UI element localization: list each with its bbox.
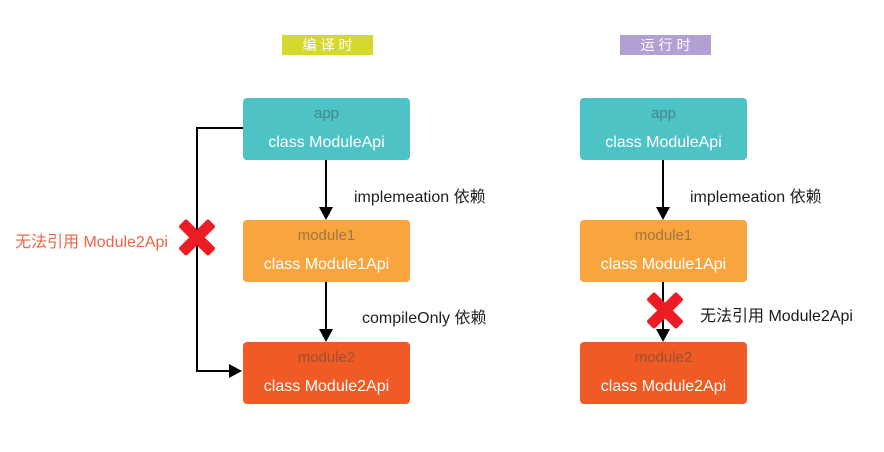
runtime-module2-name: module2 (634, 349, 693, 366)
runtime-arrow1-line (662, 160, 664, 208)
compile-module1-class: class Module1Api (263, 256, 390, 273)
compile-module1-box: module1 class Module1Api (243, 220, 410, 282)
compile-module1-name: module1 (297, 227, 356, 244)
runtime-module1-name: module1 (634, 227, 693, 244)
runtime-app-class: class ModuleApi (605, 134, 722, 151)
compile-dep1-label: implemeation 依赖 (354, 189, 486, 206)
runtime-dep1-label: implemeation 依赖 (690, 189, 822, 206)
compile-bypass-top-line (196, 127, 243, 129)
compile-time-badge: 编译时 (282, 35, 373, 55)
runtime-app-box: app class ModuleApi (580, 98, 747, 160)
compile-arrow1-head (319, 207, 333, 220)
compile-arrow2-head (319, 329, 333, 342)
runtime-app-name: app (650, 105, 677, 122)
compile-blocked-x-icon (178, 218, 216, 256)
runtime-module2-box: module2 class Module2Api (580, 342, 747, 404)
runtime-module1-box: module1 class Module1Api (580, 220, 747, 282)
compile-arrow1-line (325, 160, 327, 208)
runtime-arrow2-head (656, 329, 670, 342)
compile-app-box: app class ModuleApi (243, 98, 410, 160)
runtime-badge: 运行时 (620, 35, 711, 55)
compile-module2-name: module2 (297, 349, 356, 366)
compile-module2-box: module2 class Module2Api (243, 342, 410, 404)
compile-error-text: 无法引用 Module2Api (15, 234, 168, 251)
compile-arrow2-line (325, 282, 327, 330)
compile-app-name: app (313, 105, 340, 122)
compile-bypass-vertical-line (196, 127, 198, 372)
compile-app-class: class ModuleApi (268, 134, 385, 151)
compile-module2-class: class Module2Api (263, 378, 390, 395)
runtime-arrow1-head (656, 207, 670, 220)
runtime-error-text: 无法引用 Module2Api (700, 308, 853, 325)
compile-bypass-bottom-line (196, 370, 230, 372)
compile-dep2-label: compileOnly 依赖 (362, 310, 487, 327)
compile-bypass-arrow-head (229, 364, 242, 378)
runtime-blocked-x-icon (646, 291, 684, 329)
runtime-module1-class: class Module1Api (600, 256, 727, 273)
runtime-module2-class: class Module2Api (600, 378, 727, 395)
